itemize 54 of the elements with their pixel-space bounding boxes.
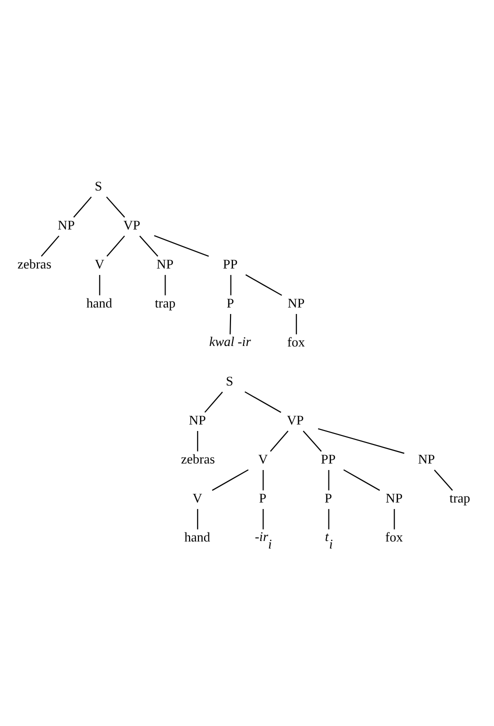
connector bbox=[197, 509, 198, 530]
node-text: VP bbox=[286, 412, 304, 428]
node-text: S bbox=[94, 178, 102, 194]
node-text: V bbox=[192, 490, 202, 506]
connector bbox=[204, 392, 223, 413]
connector bbox=[245, 274, 282, 296]
node-text: hand bbox=[86, 296, 112, 311]
node-text: P bbox=[259, 490, 266, 506]
connector bbox=[73, 196, 92, 218]
connector bbox=[154, 235, 209, 257]
node-text: PP bbox=[320, 452, 336, 467]
connector bbox=[270, 430, 288, 452]
connector bbox=[262, 509, 264, 530]
connector bbox=[106, 196, 126, 218]
node-text: fox bbox=[385, 530, 403, 545]
connector bbox=[99, 274, 100, 296]
connector bbox=[106, 236, 125, 257]
node-text: NP bbox=[188, 412, 206, 428]
node-text: VP bbox=[123, 218, 140, 233]
node-text: trap bbox=[154, 296, 176, 311]
node-text: V bbox=[258, 452, 268, 467]
connector bbox=[262, 470, 264, 490]
node-text: S bbox=[226, 374, 234, 389]
connector bbox=[244, 391, 282, 413]
connector bbox=[394, 509, 395, 530]
node-text: NP bbox=[156, 256, 174, 272]
connector bbox=[164, 274, 166, 296]
connector bbox=[230, 314, 232, 334]
node-text: NP bbox=[58, 218, 75, 233]
connector bbox=[343, 469, 380, 491]
connector bbox=[328, 509, 330, 530]
node-text: hand bbox=[184, 530, 210, 545]
node-text: P bbox=[226, 296, 234, 311]
connector bbox=[318, 428, 404, 454]
connector bbox=[40, 236, 60, 257]
connector bbox=[328, 470, 330, 490]
node-text: trap bbox=[450, 490, 470, 506]
connector bbox=[212, 469, 249, 491]
node-text: P bbox=[324, 490, 332, 506]
connector bbox=[230, 274, 232, 296]
connector bbox=[296, 314, 297, 334]
node-text: zebras bbox=[181, 452, 215, 467]
node-text: NP bbox=[386, 490, 403, 506]
node-text: zebras bbox=[18, 256, 52, 272]
node-text: NP bbox=[418, 452, 435, 467]
connector bbox=[434, 470, 453, 491]
node-text: NP bbox=[288, 296, 305, 311]
connector bbox=[302, 430, 322, 452]
connector bbox=[139, 236, 158, 257]
node-text: fox bbox=[287, 334, 305, 350]
connector bbox=[197, 431, 198, 452]
node-text: PP bbox=[222, 256, 238, 272]
node-text: V bbox=[94, 256, 104, 272]
node-text: kwal -ir bbox=[209, 334, 251, 349]
